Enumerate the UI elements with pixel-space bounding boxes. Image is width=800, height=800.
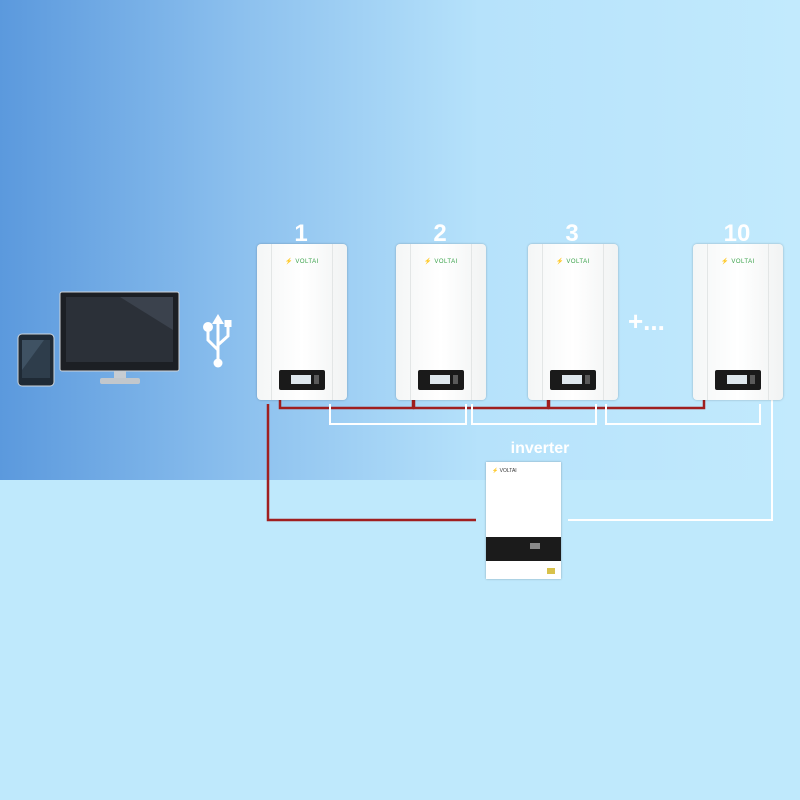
background-gradient xyxy=(0,0,800,480)
battery-logo: ⚡ VOLTAI xyxy=(257,258,347,265)
battery-number-10: 10 xyxy=(723,220,751,247)
battery-panel-edge xyxy=(707,244,769,400)
white-cable-link-1-2 xyxy=(329,404,467,425)
battery-panel-edge xyxy=(410,244,472,400)
lightning-bolt-icon: ⚡ xyxy=(424,259,433,265)
battery-display xyxy=(279,370,325,390)
desktop-monitor-icon xyxy=(59,291,180,384)
battery-unit-1: ⚡ VOLTAI xyxy=(257,244,347,400)
inverter-title: inverter xyxy=(510,440,570,457)
battery-number-3: 3 xyxy=(565,220,579,247)
inverter-logo-text: VOLTAI xyxy=(499,468,517,474)
battery-panel-edge xyxy=(271,244,333,400)
more-batteries-ellipsis: +... xyxy=(628,306,665,336)
battery-logo-text: VOLTAI xyxy=(731,259,755,265)
red-cable-link-1-2 xyxy=(278,400,415,410)
usb-icon xyxy=(203,314,232,368)
battery-logo: ⚡ VOLTAI xyxy=(396,258,486,265)
battery-display xyxy=(715,370,761,390)
red-cable-link-3-10 xyxy=(547,400,706,410)
battery-unit-10: ⚡ VOLTAI xyxy=(693,244,783,400)
lightning-bolt-icon: ⚡ xyxy=(285,259,294,265)
lightning-bolt-icon: ⚡ xyxy=(556,259,565,265)
lightning-bolt-icon: ⚡ xyxy=(721,259,730,265)
white-cable-link-3-10 xyxy=(605,404,761,425)
red-cable-main xyxy=(266,404,476,522)
battery-unit-3: ⚡ VOLTAI xyxy=(528,244,618,400)
white-cable-link-2-3 xyxy=(471,404,597,425)
battery-number-2: 2 xyxy=(433,220,447,247)
battery-unit-2: ⚡ VOLTAI xyxy=(396,244,486,400)
battery-logo-text: VOLTAI xyxy=(434,259,458,265)
battery-panel-edge xyxy=(542,244,604,400)
battery-logo-text: VOLTAI xyxy=(566,259,590,265)
battery-display xyxy=(550,370,596,390)
red-cable-link-2-3 xyxy=(412,400,550,410)
inverter-logo: ⚡ VOLTAI xyxy=(492,468,517,474)
lightning-bolt-icon: ⚡ xyxy=(492,468,499,474)
battery-logo: ⚡ VOLTAI xyxy=(693,258,783,265)
battery-logo-text: VOLTAI xyxy=(295,259,319,265)
inverter-warning-label xyxy=(547,568,555,574)
battery-display xyxy=(418,370,464,390)
inverter-unit: ⚡ VOLTAI xyxy=(486,462,561,579)
white-cable-main xyxy=(568,400,773,521)
background-floor xyxy=(0,480,800,800)
tablet-icon xyxy=(17,333,55,387)
battery-number-1: 1 xyxy=(294,220,308,247)
inverter-control-panel xyxy=(486,537,561,561)
battery-logo: ⚡ VOLTAI xyxy=(528,258,618,265)
